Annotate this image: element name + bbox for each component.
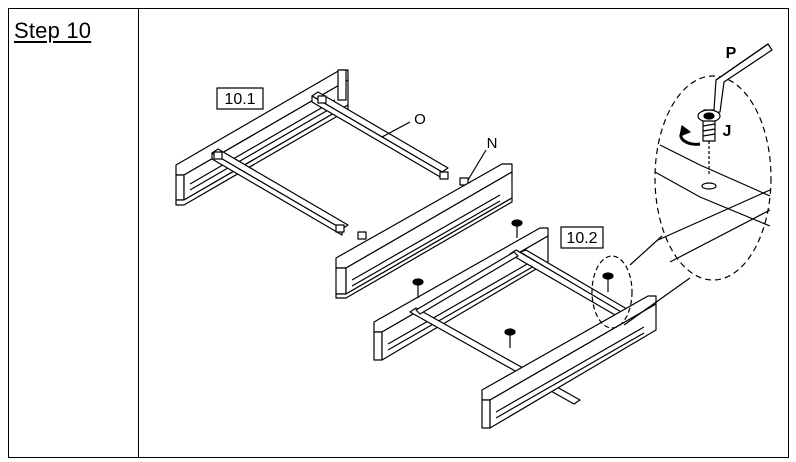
crossbar-o-rear (311, 91, 449, 179)
screw-icon (697, 109, 721, 176)
side-frame-front-assembled (481, 295, 657, 429)
part-label-p: P (726, 45, 737, 62)
screw-icon (602, 272, 614, 292)
step-title: Step 10 (14, 18, 92, 43)
screw-icon (504, 328, 516, 348)
rotation-arrow-icon (679, 125, 701, 146)
side-frame-back-assembled (373, 227, 549, 361)
side-frame-back (175, 69, 349, 206)
detail-view (654, 43, 773, 281)
part-label-j: J (723, 123, 732, 140)
part-label-n: N (487, 135, 498, 152)
sub-step-label-10-2: 10.2 (566, 230, 597, 247)
side-frame-n (335, 163, 513, 299)
exploded-frame-10-1 (175, 69, 513, 299)
sub-step-label-10-1: 10.1 (224, 91, 255, 108)
label-box-10-1 (216, 87, 264, 110)
row-divider (8, 457, 789, 458)
crossbar-o-front (211, 148, 349, 236)
screw-icon (412, 278, 424, 298)
detail-marker (591, 255, 633, 329)
part-label-o: O (414, 111, 426, 128)
column-divider (138, 8, 139, 458)
screw-icon (511, 219, 523, 238)
label-box-10-2 (560, 226, 604, 249)
assembled-frame-10-2 (373, 219, 657, 429)
